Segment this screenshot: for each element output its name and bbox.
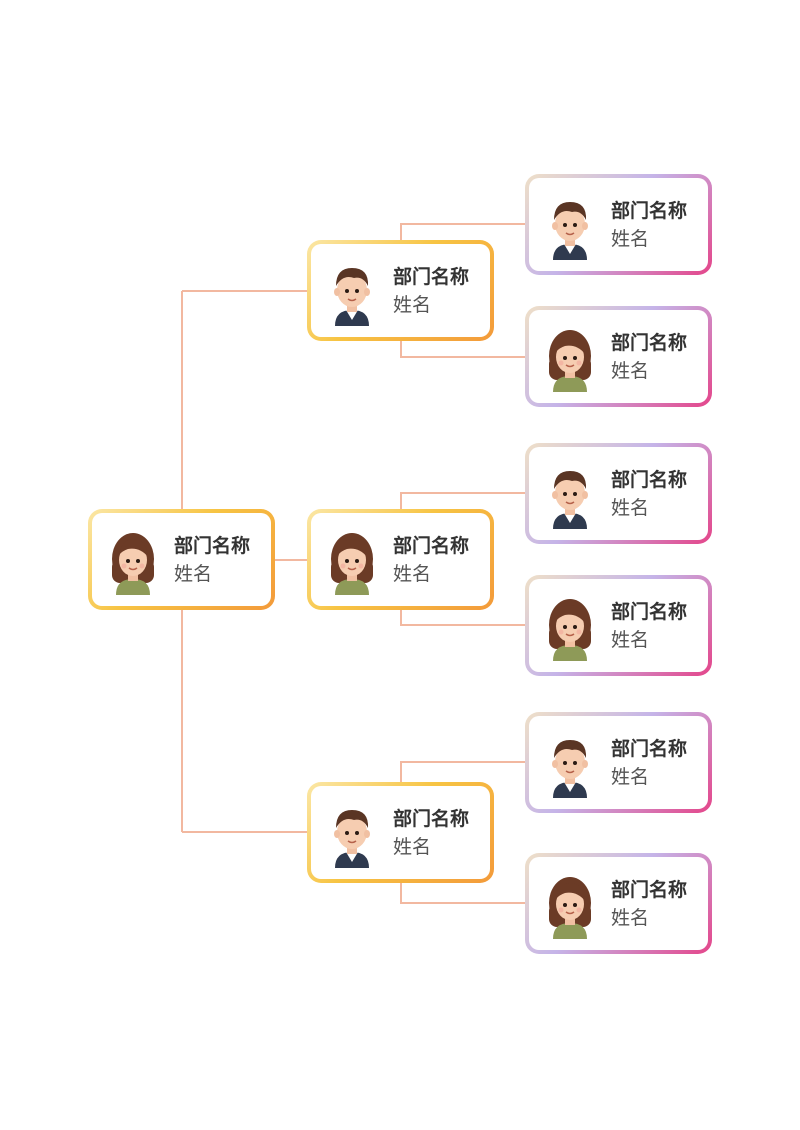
connector-manager-3-reports — [400, 761, 527, 904]
department-name: 部门名称 — [611, 199, 688, 222]
department-name: 部门名称 — [611, 600, 688, 623]
person-name: 姓名 — [611, 359, 650, 382]
org-node-report-3-2[interactable]: 部门名称 姓名 — [525, 853, 712, 954]
male-avatar-icon — [334, 267, 370, 326]
male-avatar-icon — [552, 739, 588, 798]
department-name: 部门名称 — [174, 534, 251, 557]
person-name: 姓名 — [174, 562, 213, 585]
org-node-root[interactable]: 部门名称 姓名 — [88, 509, 275, 610]
org-node-card: 部门名称 姓名 — [311, 786, 490, 879]
org-node-card: 部门名称 姓名 — [529, 310, 708, 403]
connector-manager-1-reports — [400, 223, 527, 358]
org-node-card: 部门名称 姓名 — [529, 447, 708, 540]
org-node-card: 部门名称 姓名 — [311, 513, 490, 606]
connector-manager-2-reports — [400, 492, 527, 626]
department-name: 部门名称 — [611, 331, 688, 354]
person-name: 姓名 — [393, 293, 432, 316]
org-node-report-2-2[interactable]: 部门名称 姓名 — [525, 575, 712, 676]
female-avatar-icon — [549, 329, 591, 392]
department-name: 部门名称 — [611, 468, 688, 491]
org-node-report-1-2[interactable]: 部门名称 姓名 — [525, 306, 712, 407]
person-name: 姓名 — [611, 765, 650, 788]
org-node-report-3-1[interactable]: 部门名称 姓名 — [525, 712, 712, 813]
male-avatar-icon — [552, 470, 588, 529]
org-node-card: 部门名称 姓名 — [92, 513, 271, 606]
org-node-card: 部门名称 姓名 — [529, 178, 708, 271]
person-name: 姓名 — [611, 906, 650, 929]
person-name: 姓名 — [611, 496, 650, 519]
org-node-manager-1[interactable]: 部门名称 姓名 — [307, 240, 494, 341]
department-name: 部门名称 — [611, 878, 688, 901]
person-name: 姓名 — [393, 835, 432, 858]
female-avatar-icon — [112, 532, 154, 595]
female-avatar-icon — [549, 876, 591, 939]
female-avatar-icon — [331, 532, 373, 595]
male-avatar-icon — [552, 201, 588, 260]
department-name: 部门名称 — [611, 737, 688, 760]
org-node-card: 部门名称 姓名 — [529, 716, 708, 809]
department-name: 部门名称 — [393, 807, 470, 830]
department-name: 部门名称 — [393, 534, 470, 557]
org-node-manager-2[interactable]: 部门名称 姓名 — [307, 509, 494, 610]
person-name: 姓名 — [393, 562, 432, 585]
org-node-card: 部门名称 姓名 — [529, 579, 708, 672]
department-name: 部门名称 — [393, 265, 470, 288]
male-avatar-icon — [334, 809, 370, 868]
org-node-card: 部门名称 姓名 — [529, 857, 708, 950]
org-node-report-2-1[interactable]: 部门名称 姓名 — [525, 443, 712, 544]
org-node-card: 部门名称 姓名 — [311, 244, 490, 337]
org-node-manager-3[interactable]: 部门名称 姓名 — [307, 782, 494, 883]
person-name: 姓名 — [611, 227, 650, 250]
org-node-report-1-1[interactable]: 部门名称 姓名 — [525, 174, 712, 275]
female-avatar-icon — [549, 598, 591, 661]
person-name: 姓名 — [611, 628, 650, 651]
